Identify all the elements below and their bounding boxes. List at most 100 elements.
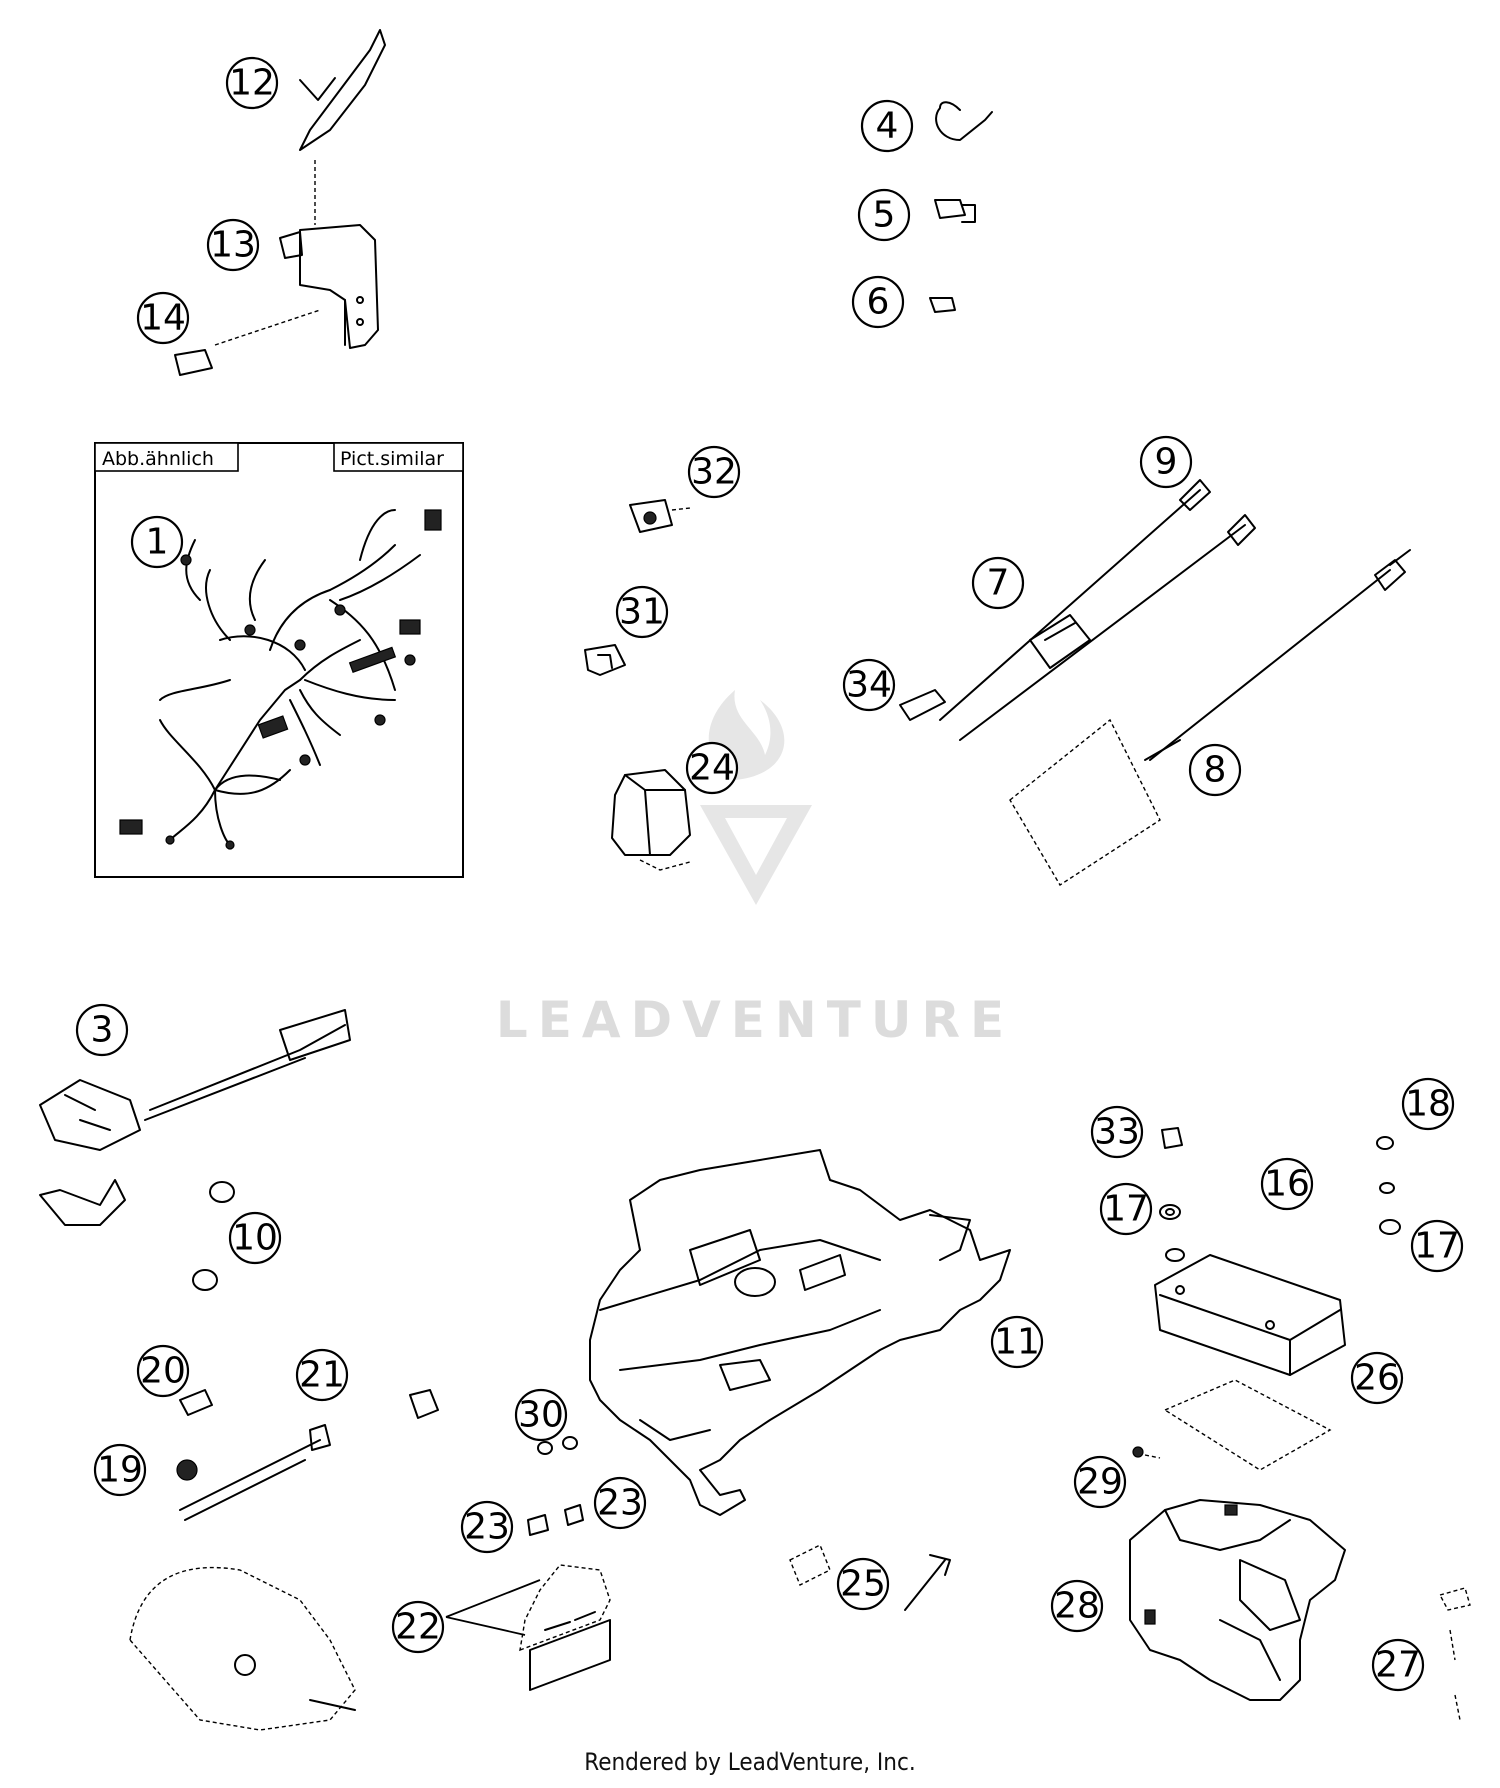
callout-1: 1: [130, 515, 184, 569]
callout-28: 28: [1050, 1579, 1104, 1633]
part-cable-9: [939, 479, 1211, 721]
inset-label-left: Abb.ähnlich: [102, 448, 214, 470]
callouts: 1 3 4 5 6 7 8 9 10 11 12 13 14 16 17 17 …: [75, 56, 1464, 1692]
part-clip-20: [179, 1389, 213, 1416]
part-starter-motor: [129, 1566, 356, 1731]
callout-14: 14: [136, 291, 190, 345]
part-piece-25: [789, 1544, 951, 1611]
callout-11: 11: [990, 1315, 1044, 1369]
svg-text:3: 3: [91, 1010, 114, 1051]
callout-31: 31: [615, 585, 669, 639]
part-nut-33: [1161, 1127, 1183, 1149]
svg-text:32: 32: [691, 452, 737, 493]
part-washer-17b: [1379, 1219, 1401, 1235]
part-cable-8: [1009, 549, 1411, 886]
svg-text:5: 5: [873, 195, 896, 236]
svg-text:34: 34: [846, 665, 892, 706]
svg-text:4: 4: [876, 106, 899, 147]
callout-25: 25: [836, 1557, 890, 1611]
svg-text:17: 17: [1103, 1189, 1149, 1230]
svg-text:1: 1: [146, 522, 169, 563]
callout-9: 9: [1139, 435, 1193, 489]
svg-text:31: 31: [619, 592, 665, 633]
callout-22: 22: [391, 1600, 445, 1654]
part-fuse-23: [527, 1504, 584, 1536]
part-small-piece: [409, 1389, 439, 1419]
svg-text:8: 8: [1204, 750, 1227, 791]
callout-24: 24: [685, 741, 739, 795]
watermark-logo: [700, 690, 812, 905]
callout-33: 33: [1090, 1105, 1144, 1159]
callout-16: 16: [1260, 1157, 1314, 1211]
svg-text:29: 29: [1077, 1462, 1123, 1503]
part-housing-28: [1129, 1499, 1346, 1701]
callout-7: 7: [971, 556, 1025, 610]
inset-label-tab-right: [333, 442, 464, 472]
svg-text:30: 30: [518, 1395, 564, 1436]
part-connector-32: [629, 499, 691, 533]
svg-text:18: 18: [1405, 1084, 1451, 1125]
svg-text:33: 33: [1094, 1112, 1140, 1153]
callout-5: 5: [857, 188, 911, 242]
part-clip-4: [935, 101, 993, 141]
callout-6: 6: [851, 275, 905, 329]
callout-34: 34: [842, 658, 896, 712]
part-connector-5: [934, 199, 976, 223]
svg-text:17: 17: [1414, 1226, 1460, 1267]
part-fusebox-22: [519, 1564, 611, 1691]
svg-text:26: 26: [1354, 1358, 1400, 1399]
callout-23a: 23: [460, 1500, 514, 1554]
svg-text:6: 6: [867, 282, 890, 323]
part-battery-26: [1154, 1254, 1346, 1471]
part-screw-29: [1132, 1446, 1161, 1459]
svg-text:27: 27: [1375, 1645, 1421, 1686]
footer-credit: Rendered by LeadVenture, Inc.: [584, 1748, 916, 1776]
callout-17b: 17: [1410, 1219, 1464, 1273]
svg-text:7: 7: [987, 563, 1010, 604]
inset-label-tab-left: [94, 442, 239, 472]
callout-27: 27: [1371, 1638, 1425, 1692]
callout-3: 3: [75, 1003, 129, 1057]
svg-text:10: 10: [232, 1218, 278, 1259]
callout-20: 20: [136, 1344, 190, 1398]
svg-text:14: 14: [140, 298, 186, 339]
callout-21: 21: [295, 1348, 349, 1402]
part-nut-19: [176, 1459, 198, 1481]
svg-text:21: 21: [299, 1355, 345, 1396]
svg-text:12: 12: [229, 63, 275, 104]
callout-23b: 23: [593, 1476, 647, 1530]
callout-4: 4: [860, 99, 914, 153]
svg-text:19: 19: [97, 1450, 143, 1491]
part-wiring-harness-1: [119, 509, 442, 850]
part-connector-31: [584, 644, 626, 676]
watermark-text: LEADVENTURE: [496, 991, 1014, 1049]
harness-inset: Abb.ähnlich Pict.similar: [94, 442, 464, 878]
callout-12: 12: [225, 56, 279, 110]
part-fuse-30: [537, 1436, 578, 1455]
svg-text:16: 16: [1264, 1164, 1310, 1205]
part-grommet-10: [192, 1181, 235, 1291]
callout-19: 19: [93, 1443, 147, 1497]
part-frame-11: [589, 1149, 1011, 1516]
callout-18: 18: [1401, 1077, 1455, 1131]
callout-8: 8: [1188, 743, 1242, 797]
part-nut-18: [1376, 1136, 1394, 1150]
part-bolt-16: [1165, 1182, 1395, 1262]
callout-13: 13: [206, 218, 260, 272]
callout-10: 10: [228, 1211, 282, 1265]
part-cable-7: [959, 514, 1256, 741]
svg-text:23: 23: [597, 1483, 643, 1524]
part-box-24: [611, 769, 691, 871]
part-cable-34: [899, 689, 946, 721]
callout-17a: 17: [1099, 1182, 1153, 1236]
svg-text:11: 11: [994, 1322, 1040, 1363]
leader-22: [445, 1579, 541, 1636]
callout-29: 29: [1073, 1455, 1127, 1509]
svg-text:13: 13: [210, 225, 256, 266]
callout-30: 30: [514, 1388, 568, 1442]
inset-label-right: Pict.similar: [340, 448, 444, 470]
part-nut-6: [929, 297, 956, 313]
inset-frame: [94, 442, 464, 878]
svg-text:28: 28: [1054, 1586, 1100, 1627]
